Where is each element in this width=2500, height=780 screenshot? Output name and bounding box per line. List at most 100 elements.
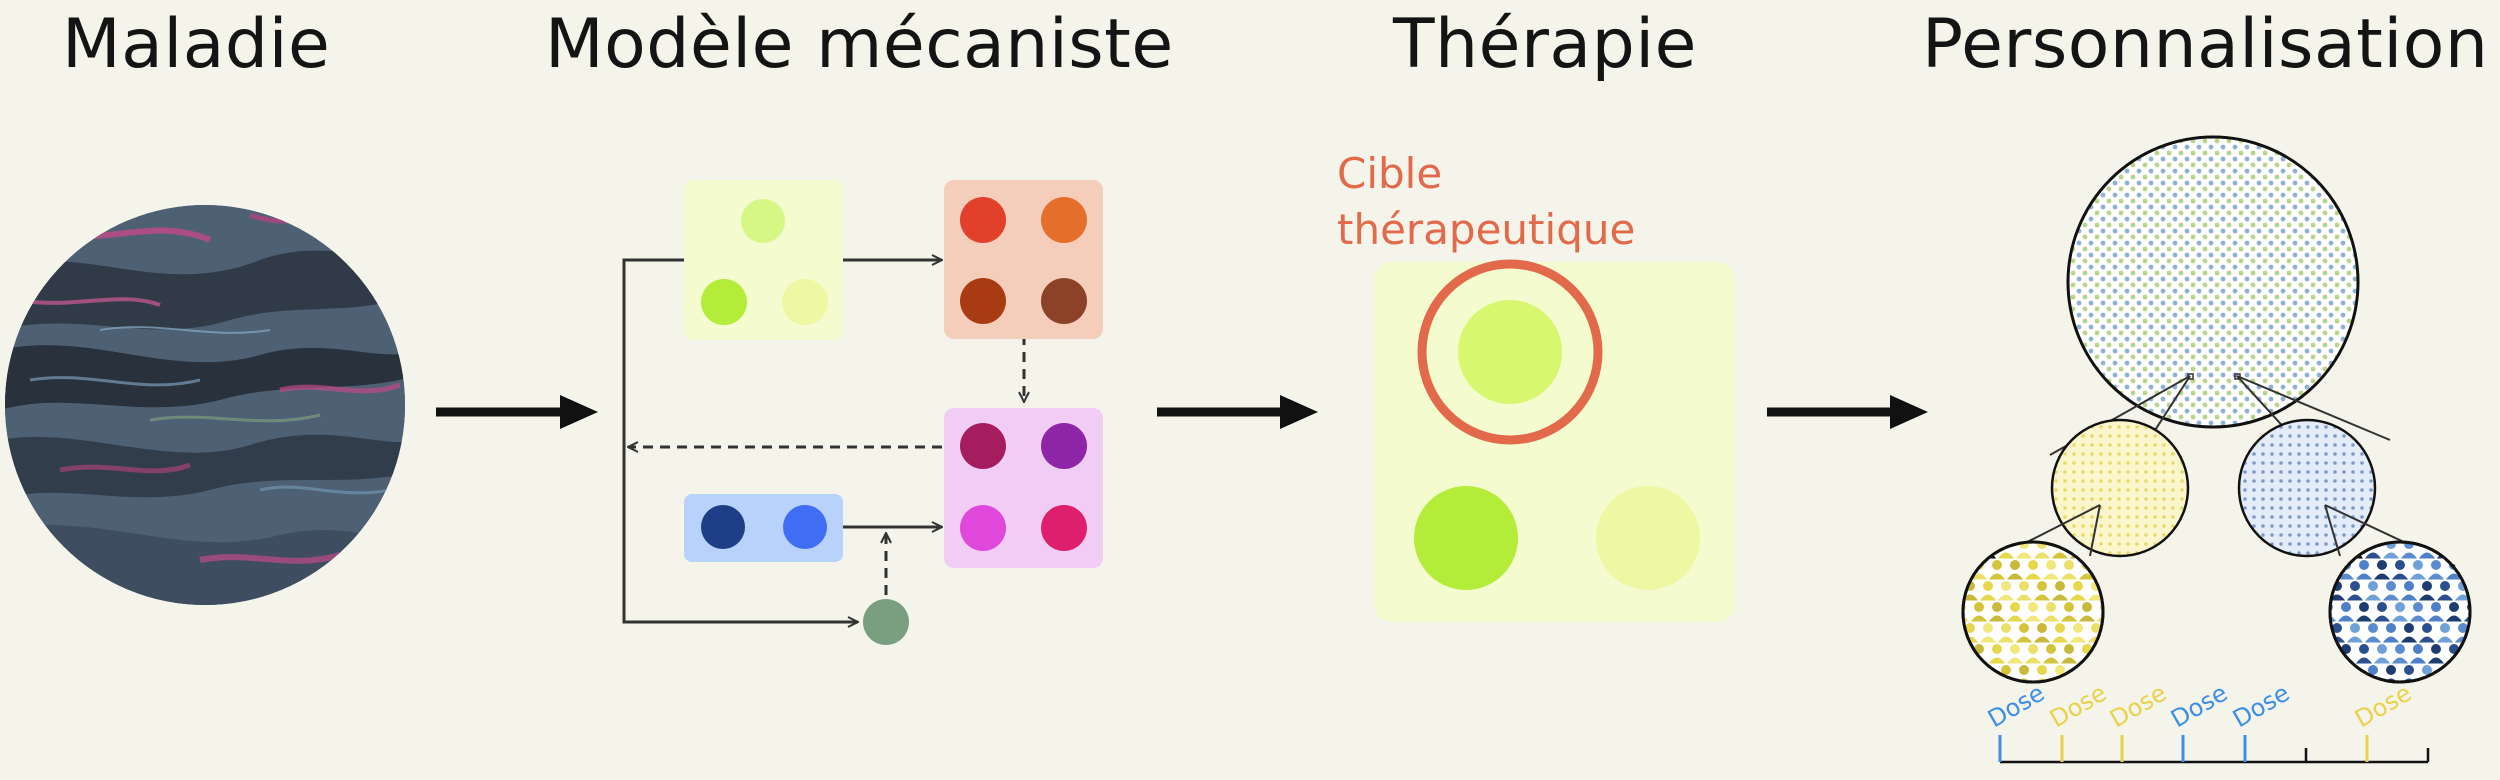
person-head [1973, 601, 1985, 613]
person-head [2090, 664, 2102, 676]
person-head [2403, 580, 2415, 592]
person-head [2109, 581, 2120, 592]
person-body [2105, 594, 2123, 601]
person-head [2063, 559, 2075, 571]
person-head [2036, 664, 2048, 676]
person-head [2340, 601, 2352, 613]
therapeutic-target-label: Cible thérapeutique [1337, 146, 1635, 258]
person-head [2358, 643, 2370, 655]
person-head [2412, 559, 2424, 571]
arrow-disease-to-model [436, 395, 598, 429]
person-body [2330, 572, 2338, 581]
arrow-therapy-to-personalization [1767, 395, 1928, 429]
person-head [2476, 539, 2487, 550]
person-head [2385, 580, 2397, 592]
person-head [2412, 643, 2424, 655]
person-head [1991, 643, 2003, 655]
person-head [1963, 643, 1967, 655]
person-head [2376, 643, 2388, 655]
person-head [2394, 559, 2406, 571]
dose-label: Dose [2228, 679, 2294, 733]
person-head [2018, 664, 2030, 676]
arrow-model-to-therapy [1157, 395, 1318, 429]
person-body [2472, 678, 2490, 685]
person-head [2367, 622, 2379, 634]
person-head [2072, 622, 2084, 634]
person-body [2453, 677, 2470, 682]
person-head [2476, 581, 2487, 592]
person-head [2063, 601, 2075, 613]
person-body [2453, 551, 2470, 560]
person-head [2000, 622, 2012, 634]
person-head [2054, 580, 2066, 592]
person-head [2421, 580, 2433, 592]
person-body [1963, 677, 1980, 682]
person-head [2385, 622, 2397, 634]
person-body [2330, 677, 2347, 682]
person-head [2349, 622, 2361, 634]
node-small [863, 599, 909, 645]
title-personalization: Personnalisation [1922, 5, 2489, 84]
person-head [2385, 664, 2397, 676]
person-body [2345, 677, 2365, 682]
person-head [2403, 664, 2415, 676]
person-head [2439, 542, 2451, 550]
person-body [2472, 552, 2490, 559]
person-head [2009, 559, 2021, 571]
person-head [2376, 601, 2388, 613]
person-body [2462, 572, 2470, 581]
person-head [2330, 643, 2334, 655]
person-body [2472, 594, 2490, 601]
person-body [2068, 677, 2088, 682]
person-body [1963, 551, 1980, 560]
person-head [2072, 580, 2084, 592]
person-head [2466, 559, 2470, 571]
person-head [2063, 643, 2075, 655]
person-body [1963, 656, 1971, 665]
person-head [2027, 601, 2039, 613]
person-head [2045, 643, 2057, 655]
person-head [2331, 664, 2343, 676]
title-disease: Maladie [62, 5, 331, 84]
person-head [2403, 622, 2415, 634]
person-head [2421, 622, 2433, 634]
person-body [2105, 636, 2123, 643]
person-head [2430, 559, 2442, 571]
person-head [2476, 665, 2487, 676]
person-head [2466, 643, 2470, 655]
person-head [2448, 601, 2460, 613]
person-head [2018, 622, 2030, 634]
person-head [2457, 664, 2469, 676]
person-head [2027, 643, 2039, 655]
person-head [1982, 622, 1994, 634]
person-head [2430, 643, 2442, 655]
person-body [2095, 614, 2103, 623]
person-head [1982, 580, 1994, 592]
person-head [2476, 623, 2487, 634]
person-body [2095, 656, 2103, 665]
person-head [1991, 559, 2003, 571]
therapeutic-target-ring [1417, 259, 1603, 445]
person-body [2330, 656, 2338, 665]
person-body [2095, 572, 2103, 581]
dose-label: Dose [2166, 679, 2232, 733]
person-head [2358, 559, 2370, 571]
person-head [2099, 643, 2103, 655]
person-body [2472, 636, 2490, 643]
person-head [2109, 623, 2120, 634]
dose-label: Dose [2045, 679, 2111, 733]
person-body [2105, 678, 2123, 685]
person-head [2009, 601, 2021, 613]
target-label-line2: thérapeutique [1337, 205, 1636, 254]
dose-label: Dose [1983, 679, 2049, 733]
person-head [2376, 559, 2388, 571]
person-head [2394, 601, 2406, 613]
population-icons [2328, 539, 2490, 685]
person-head [1964, 542, 1976, 550]
mechanistic-model-network [622, 180, 1103, 645]
person-body [1978, 677, 1998, 682]
person-head [2439, 622, 2451, 634]
